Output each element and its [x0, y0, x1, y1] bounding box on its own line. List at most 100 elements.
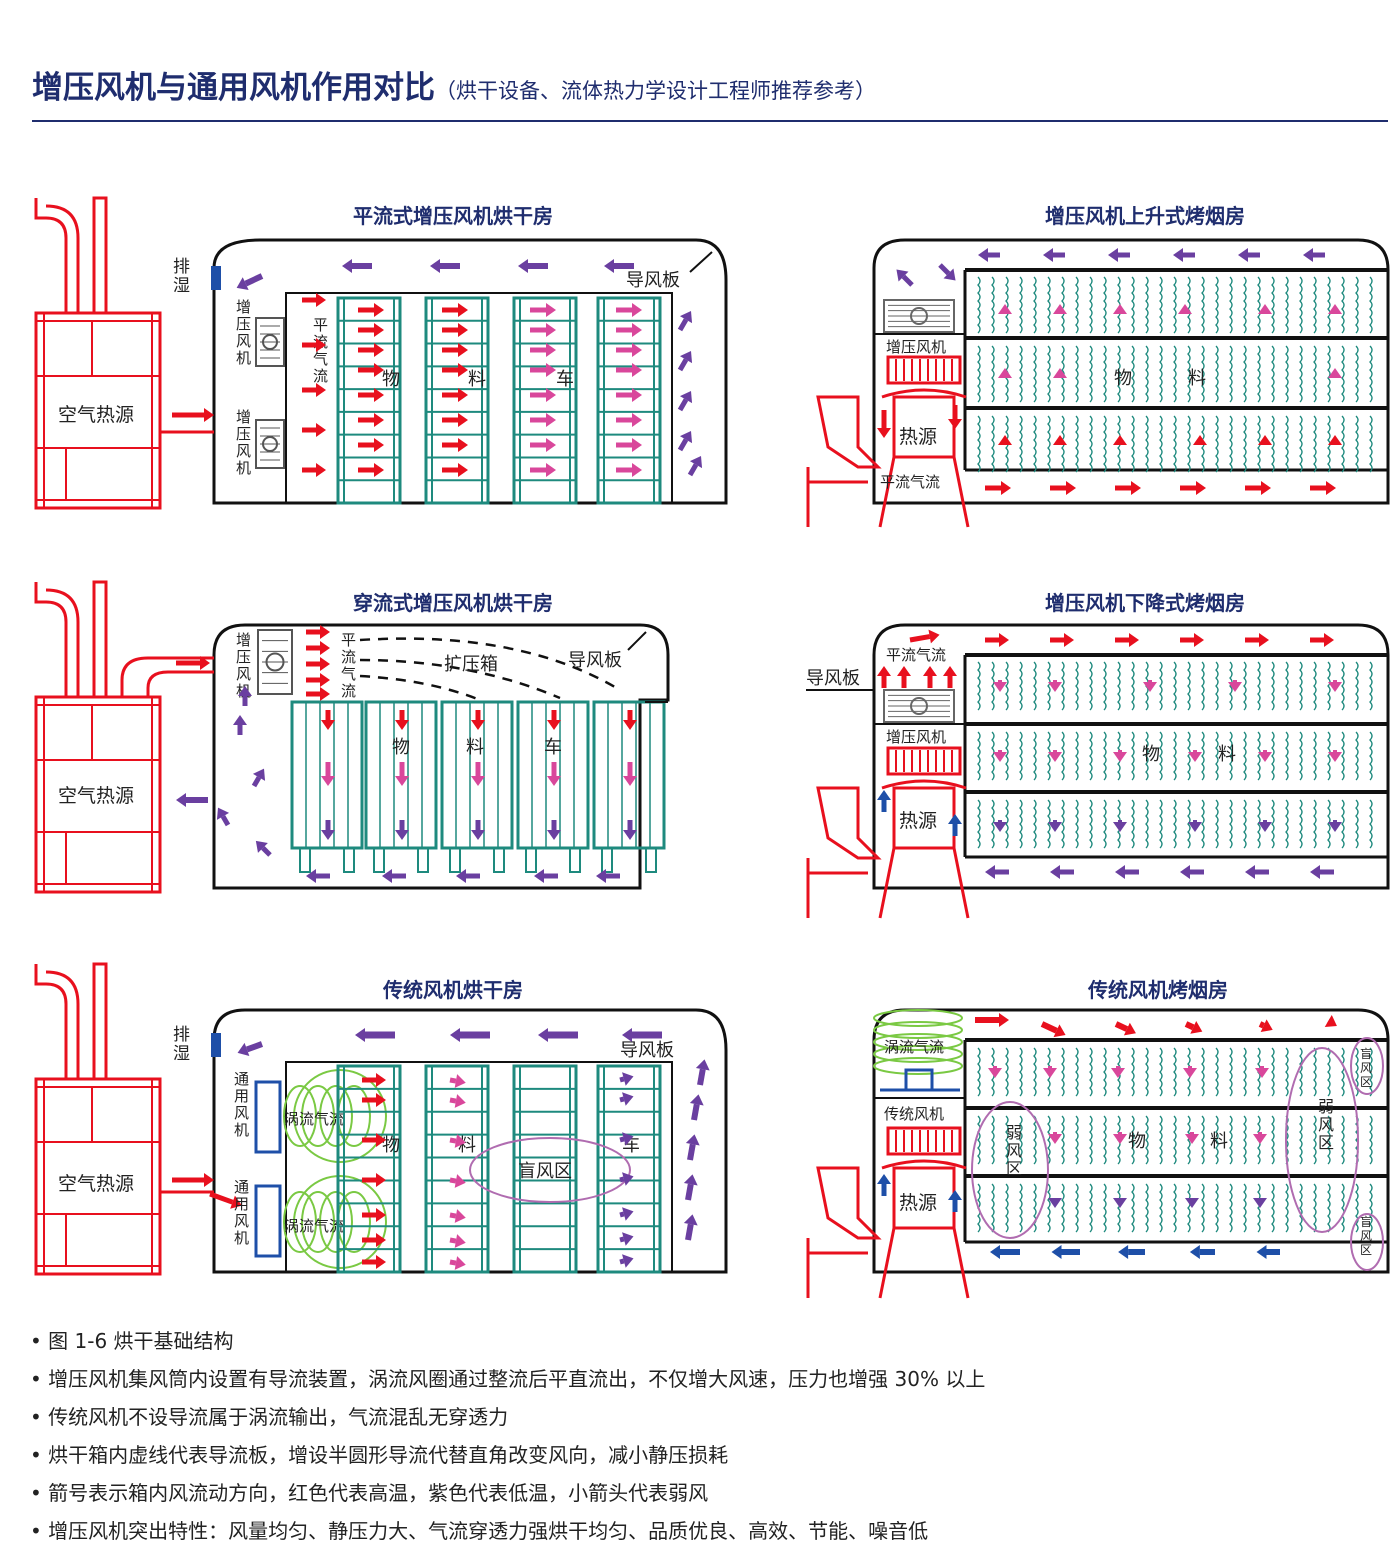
tobacco-leaf-wave	[1145, 276, 1149, 334]
tobacco-leaf-wave	[1173, 1183, 1177, 1233]
weak-airflow-arrow	[449, 1177, 457, 1184]
tobacco-leaf-wave	[1229, 1183, 1233, 1233]
fan-label: 增	[236, 409, 251, 426]
tobacco-leaf-wave	[1103, 731, 1107, 781]
return-air-arrow	[978, 248, 988, 262]
fan-label: 机	[236, 350, 251, 367]
hot-air-arrow	[1040, 1021, 1058, 1034]
return-air-arrow	[237, 1042, 250, 1057]
tobacco-leaf-wave	[1215, 731, 1219, 781]
return-air-arrow	[683, 1174, 698, 1186]
weak-zone-outline	[971, 1101, 1049, 1239]
tobacco-leaf-wave	[1243, 799, 1247, 849]
airflow-arrow	[374, 388, 384, 402]
exhaust-label: 湿	[173, 1044, 190, 1063]
return-air-arrow	[689, 455, 703, 469]
tobacco-leaf-wave	[1131, 799, 1135, 849]
descending-air-arrow	[1185, 1134, 1199, 1144]
hot-air-arrow	[320, 625, 330, 639]
tobacco-leaf-wave	[1047, 731, 1051, 781]
tobacco-leaf-wave	[1243, 1047, 1247, 1097]
return-air-arrow	[1238, 248, 1248, 262]
title-divider	[32, 120, 1388, 122]
tobacco-leaf-wave	[1313, 731, 1317, 781]
hot-air-arrow	[204, 408, 214, 422]
tobacco-leaf-wave	[1033, 1047, 1037, 1097]
tobacco-leaf-wave	[1201, 345, 1205, 403]
return-air-arrow	[1189, 1245, 1200, 1259]
exhaust-label: 排	[173, 257, 190, 276]
descending-air-arrow	[1253, 1198, 1267, 1208]
weak-airflow-arrow	[454, 1209, 466, 1223]
descending-air-arrow	[1253, 1134, 1267, 1144]
weak-airflow-arrow	[622, 1132, 634, 1146]
heat-label: 热源	[899, 426, 937, 448]
return-air-arrow	[534, 869, 544, 883]
tobacco-leaf-wave	[1145, 345, 1149, 403]
barn-housing	[872, 623, 1390, 890]
tobacco-leaf-wave	[1019, 276, 1023, 334]
weak-zone-label: 风	[1006, 1143, 1022, 1160]
tobacco-leaf-wave	[1061, 1047, 1065, 1097]
airflow-arrow	[374, 343, 384, 357]
tobacco-leaf-wave	[1005, 1115, 1009, 1165]
chimney-pipe	[45, 588, 80, 697]
airflow-arrow	[546, 343, 556, 357]
tobacco-leaf-wave	[1299, 731, 1303, 781]
blind-zone-label: 盲风区	[518, 1161, 572, 1181]
tobacco-leaf-wave	[1075, 1183, 1079, 1233]
rising-air-arrow	[998, 435, 1012, 445]
hot-air-arrow	[1196, 481, 1206, 495]
fan-icon	[262, 334, 278, 350]
tobacco-leaf-wave	[1033, 415, 1037, 473]
rack-leg	[645, 847, 657, 873]
blind-zone-outline	[1350, 1213, 1384, 1271]
return-air-arrow	[244, 273, 264, 287]
rising-air-arrow	[998, 304, 1012, 314]
tobacco-leaf-wave	[1061, 799, 1065, 849]
supply-duct	[146, 670, 214, 697]
airflow-arrow	[458, 323, 468, 337]
tobacco-leaf-wave	[1229, 1047, 1233, 1097]
weak-airflow-arrow	[619, 1076, 625, 1083]
tobacco-leaf-wave	[1313, 661, 1317, 711]
tobacco-leaf-wave	[1341, 799, 1345, 849]
tobacco-leaf-wave	[1313, 1047, 1317, 1097]
airflow-arrow	[376, 1255, 386, 1269]
tobacco-leaf-wave	[1089, 345, 1093, 403]
tobacco-leaf-wave	[1173, 276, 1177, 334]
tobacco-leaf-wave	[1327, 661, 1331, 711]
weak-airflow-arrow	[449, 1237, 457, 1244]
blind-zone-label: 风	[1360, 1229, 1372, 1243]
hot-air-arrow	[204, 1173, 214, 1187]
burner-hood	[881, 1159, 967, 1170]
tobacco-leaf-wave	[1089, 731, 1093, 781]
cargo-label: 物	[1142, 744, 1160, 764]
tobacco-leaf-wave	[991, 1183, 995, 1233]
cargo-rack	[592, 700, 666, 850]
general-fan	[254, 1184, 282, 1258]
fan-label: 风	[234, 1105, 249, 1122]
exhaust-label: 排	[173, 1025, 190, 1044]
vortex-coil	[873, 1021, 963, 1039]
airflow-arrow	[546, 303, 556, 317]
airflow-arrow	[632, 303, 642, 317]
burner-leg	[878, 456, 970, 528]
descending-air-arrow	[1113, 822, 1127, 832]
tobacco-leaf-wave	[1285, 1047, 1289, 1097]
descending-air-arrow	[1048, 1198, 1062, 1208]
return-air-arrow	[948, 1190, 962, 1200]
tobacco-leaf-wave	[1215, 799, 1219, 849]
descending-air-arrow	[993, 822, 1007, 832]
descending-air-arrow	[993, 682, 1007, 692]
chimney-pipe	[45, 970, 80, 1079]
cargo-label: 车	[556, 369, 574, 389]
tobacco-leaf-wave	[1005, 276, 1009, 334]
tobacco-leaf-wave	[1187, 1115, 1191, 1165]
fan-label: 压	[236, 426, 251, 443]
tobacco-leaf-wave	[1033, 1183, 1037, 1233]
panel-title-through-dryer: 穿流式增压风机烘干房	[353, 591, 553, 615]
descending-air-arrow	[321, 720, 335, 730]
fan-icon	[262, 436, 278, 452]
tobacco-leaf-wave	[1075, 661, 1079, 711]
